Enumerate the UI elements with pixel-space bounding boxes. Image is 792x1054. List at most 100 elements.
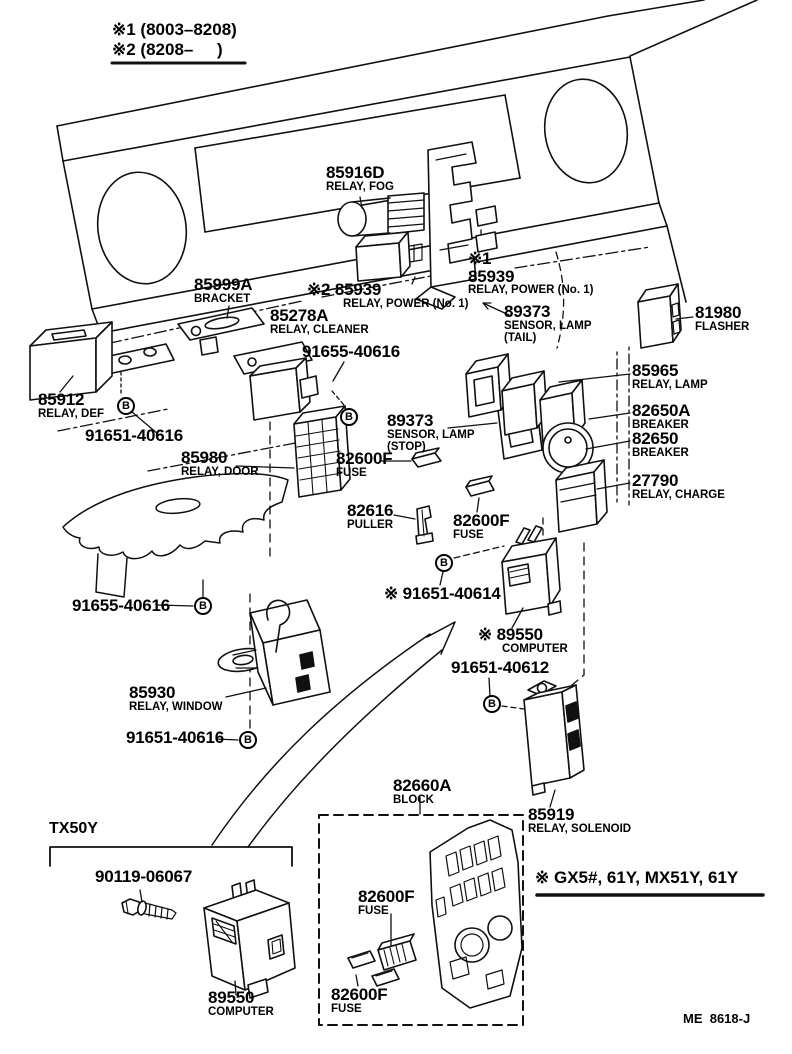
part-label-82650a: 82650A BREAKER: [632, 401, 691, 432]
part-label-85980: 85980 RELAY, DOOR: [181, 449, 259, 479]
part-number: 89373: [387, 411, 434, 430]
part-desc: FLASHER: [695, 320, 750, 333]
part-number: 82650A: [632, 401, 691, 420]
part-label-85278a: 85278A RELAY, CLEANER: [270, 307, 369, 337]
part-desc: RELAY, WINDOW: [129, 700, 223, 713]
part-desc-2: (TAIL): [504, 331, 537, 344]
part-label-91655-40616-low: 91655-40616: [72, 597, 170, 615]
part-number: 85919: [528, 805, 575, 824]
part-label-85919: 85919 RELAY, SOLENOID: [528, 806, 631, 836]
part-desc: FUSE: [453, 528, 484, 541]
part-number: 27790: [632, 471, 679, 490]
part-number: 89550: [208, 988, 255, 1007]
part-label-82600f-2: 82600F FUSE: [453, 511, 510, 542]
part-number: 91651-40612: [451, 658, 550, 677]
leader-lines: [59, 196, 694, 996]
part-desc: PULLER: [347, 518, 393, 531]
part-desc: FUSE: [331, 1002, 362, 1015]
part-label-90119-06067: 90119-06067: [95, 868, 192, 886]
part-desc: BRACKET: [194, 292, 251, 305]
part-number: 90119-06067: [95, 867, 193, 886]
part-label-89550-mid: ※ 89550 COMPUTER: [478, 626, 568, 656]
part-label-91651-40616-b: 91651-40616: [126, 729, 224, 747]
part-number: 82600F: [331, 985, 388, 1004]
part-desc: RELAY, FOG: [326, 180, 394, 193]
bracket-drawing: [177, 307, 265, 356]
part-number: 81980: [695, 303, 742, 322]
part-label-89373-tail: 89373 SENSOR, LAMP (TAIL): [504, 303, 592, 345]
part-number: 91655-40616: [302, 342, 401, 361]
relay-window-drawing: [217, 599, 331, 706]
applicability-note-2: ※2 (8208– ): [112, 40, 223, 59]
variant-note: ※ GX5#, 61Y, MX51Y, 61Y: [535, 868, 739, 887]
part-label-82600f-1: 82600F FUSE: [336, 449, 393, 480]
section-label-tx50y: TX50Y: [49, 820, 98, 837]
part-number: 91651-40616: [126, 728, 225, 747]
part-number: 85916D: [326, 163, 385, 182]
relay-fog-drawing: [337, 192, 425, 237]
part-number: 82660A: [393, 776, 452, 795]
part-desc: RELAY, POWER (No. 1): [343, 297, 469, 310]
part-number: 85912: [38, 390, 85, 409]
underlines: [110, 61, 765, 897]
fastener-mark-b-4: B: [239, 731, 257, 749]
bolt-drawing: [121, 898, 177, 920]
part-number: 85278A: [270, 306, 329, 325]
fastener-mark-b-1: B: [117, 397, 135, 415]
section-bracket: [49, 846, 293, 867]
applicability-note-1: ※1 (8003–8208): [112, 20, 237, 39]
part-label-27790: 27790 RELAY, CHARGE: [632, 472, 725, 502]
relay-cluster-drawing: [465, 353, 608, 533]
part-label-85930: 85930 RELAY, WINDOW: [129, 684, 223, 714]
part-label-85939-v2: ※2 85939 RELAY, POWER (No. 1): [307, 281, 468, 311]
part-desc: RELAY, DEF: [38, 407, 105, 420]
part-desc: FUSE: [336, 466, 367, 479]
fastener-mark-b-5: B: [435, 554, 453, 572]
part-label-89550-bottom: 89550 COMPUTER: [208, 989, 274, 1019]
part-number: 82600F: [453, 511, 510, 530]
part-desc: BREAKER: [632, 446, 689, 459]
part-desc: COMPUTER: [208, 1005, 274, 1018]
relay-def-drawing: [29, 321, 175, 401]
fastener-mark-b-2: B: [340, 408, 358, 426]
fuse-and-puller-drawings: [411, 447, 495, 545]
part-desc: COMPUTER: [502, 642, 568, 655]
part-label-82650: 82650 BREAKER: [632, 430, 689, 460]
pointer-arrow: [211, 621, 456, 848]
part-desc: RELAY, LAMP: [632, 378, 708, 391]
part-number: 85939: [468, 266, 515, 286]
part-label-82600f-3: 82600F FUSE: [358, 887, 415, 918]
part-number: 91651-40616: [85, 426, 184, 445]
part-number: 82600F: [358, 887, 415, 906]
part-label-85912: 85912 RELAY, DEF: [38, 391, 104, 421]
part-number: 82600F: [336, 449, 393, 468]
part-number: 82616: [347, 501, 394, 520]
part-number: ※ 91651-40614: [384, 584, 501, 603]
part-number: ※2 85939: [307, 280, 382, 299]
part-label-82616: 82616 PULLER: [347, 502, 393, 532]
part-desc: SENSOR, LAMP: [387, 428, 475, 441]
part-label-82660a: 82660A BLOCK: [393, 776, 452, 807]
part-label-82600f-4: 82600F FUSE: [331, 985, 388, 1016]
part-desc: SENSOR, LAMP: [504, 319, 592, 332]
relay-door-drawing: [293, 405, 351, 498]
fastener-mark-b-6: B: [483, 695, 501, 713]
part-desc: FUSE: [358, 904, 389, 917]
part-label-91655-40616-top: 91655-40616: [302, 343, 400, 361]
relay-power-2-drawing: [355, 231, 423, 282]
part-label-81980: 81980 FLASHER: [695, 304, 749, 334]
part-number: 85930: [129, 683, 176, 702]
center-bracket-drawing: [415, 141, 498, 310]
flasher-drawing: [637, 283, 682, 349]
computer-mid-drawing: [501, 525, 562, 616]
fuse-strip-drawing: [347, 933, 417, 987]
part-label-85999a: 85999A BRACKET: [194, 275, 253, 306]
part-desc: RELAY, CHARGE: [632, 488, 725, 501]
cowl-trim-drawing: [62, 472, 289, 598]
part-number: 85980: [181, 448, 228, 467]
part-number: 85999A: [194, 275, 253, 294]
computer-bottom-drawing: [203, 879, 296, 999]
fastener-mark-b-3: B: [194, 597, 212, 615]
